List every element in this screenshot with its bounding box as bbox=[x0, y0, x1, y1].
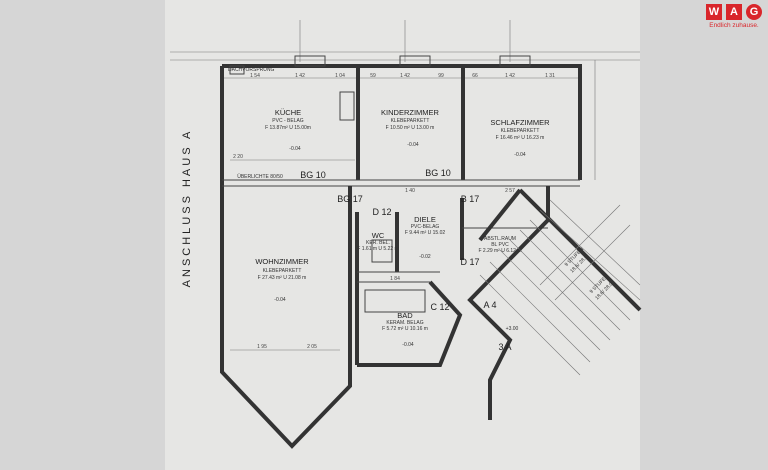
svg-text:2 57: 2 57 bbox=[505, 188, 515, 194]
misc-annotations: ÜBERLICHTE 80/50 +3.00 2 20 1 40 2 57 1 … bbox=[233, 154, 518, 350]
svg-text:KERAM. BELAG: KERAM. BELAG bbox=[386, 320, 423, 326]
svg-text:KLEBEPARKETT: KLEBEPARKETT bbox=[263, 268, 302, 274]
roof-overhang-label: DACHVORSPRUNG bbox=[228, 67, 275, 73]
room-bad: BAD KERAM. BELAG F 5.72 m² U 10.16 m -0.… bbox=[382, 311, 428, 348]
svg-text:BG 10: BG 10 bbox=[425, 168, 451, 178]
room-wohnzimmer: WOHNZIMMER KLEBEPARKETT F 27.43 m² U 21.… bbox=[255, 257, 309, 303]
svg-text:WC: WC bbox=[372, 231, 385, 240]
door-tags: BG 10 BG 10 BG 17 B 17 D 12 C 12 D 17 A … bbox=[300, 168, 511, 352]
svg-text:KLEBEPARKETT: KLEBEPARKETT bbox=[391, 118, 430, 124]
svg-text:KER. BEL.: KER. BEL. bbox=[366, 240, 390, 246]
svg-text:F 2.29 m² U 6.12 m: F 2.29 m² U 6.12 m bbox=[478, 248, 521, 254]
svg-text:ÜBERLICHTE 80/50: ÜBERLICHTE 80/50 bbox=[237, 173, 283, 180]
svg-text:2 05: 2 05 bbox=[307, 344, 317, 350]
svg-text:1 54: 1 54 bbox=[250, 73, 260, 79]
svg-text:BG 17: BG 17 bbox=[337, 194, 363, 204]
wag-logo: W A G Endlich zuhause. bbox=[704, 4, 764, 29]
top-dimensions: 1 54 1 42 1 04 59 1 42 99 66 1 42 1 31 bbox=[250, 73, 555, 79]
room-diele: DIELE PVC-BELAG F 9.44 m² U 15.02 -0.02 bbox=[405, 215, 446, 260]
svg-text:D 17: D 17 bbox=[460, 257, 479, 267]
svg-text:1 84: 1 84 bbox=[390, 276, 400, 282]
svg-text:1 40: 1 40 bbox=[405, 188, 415, 194]
svg-text:F 13.87m² U 15.00m: F 13.87m² U 15.00m bbox=[265, 125, 311, 131]
svg-text:-0.04: -0.04 bbox=[514, 152, 526, 158]
svg-text:-0.04: -0.04 bbox=[407, 142, 419, 148]
svg-text:1 42: 1 42 bbox=[295, 73, 305, 79]
svg-text:F 1.61 m U 5.22 m: F 1.61 m U 5.22 m bbox=[357, 246, 398, 252]
staircase bbox=[479, 199, 641, 376]
svg-text:1 31: 1 31 bbox=[545, 73, 555, 79]
svg-text:1 04: 1 04 bbox=[335, 73, 345, 79]
logo-slogan: Endlich zuhause. bbox=[709, 22, 759, 29]
svg-text:PVC-BELAG: PVC-BELAG bbox=[411, 224, 440, 230]
side-label: ANSCHLUSS HAUS A bbox=[181, 129, 193, 288]
svg-text:-0.04: -0.04 bbox=[402, 342, 414, 348]
svg-text:KÜCHE: KÜCHE bbox=[275, 108, 301, 117]
logo-letter: G bbox=[746, 4, 762, 20]
svg-text:F 10.50 m² U 13.00 m: F 10.50 m² U 13.00 m bbox=[386, 125, 435, 131]
logo-letter: A bbox=[726, 4, 742, 20]
paper-sheet bbox=[165, 0, 640, 470]
svg-text:F 16.46 m² U 16.23 m: F 16.46 m² U 16.23 m bbox=[496, 135, 545, 141]
svg-text:1 42: 1 42 bbox=[505, 73, 515, 79]
svg-text:-0.02: -0.02 bbox=[419, 254, 431, 260]
svg-text:WOHNZIMMER: WOHNZIMMER bbox=[255, 257, 309, 266]
svg-text:99: 99 bbox=[438, 73, 444, 79]
svg-text:F 5.72 m² U 10.16 m: F 5.72 m² U 10.16 m bbox=[382, 326, 428, 332]
svg-text:59: 59 bbox=[370, 73, 376, 79]
svg-text:1 95: 1 95 bbox=[257, 344, 267, 350]
svg-text:66: 66 bbox=[472, 73, 478, 79]
svg-text:B 17: B 17 bbox=[461, 194, 480, 204]
svg-text:BG 10: BG 10 bbox=[300, 170, 326, 180]
svg-text:A 4: A 4 bbox=[483, 300, 496, 310]
room-kueche: KÜCHE PVC - BELAG F 13.87m² U 15.00m -0.… bbox=[265, 108, 311, 152]
svg-text:F 9.44 m² U 15.02: F 9.44 m² U 15.02 bbox=[405, 230, 446, 236]
svg-text:3 A: 3 A bbox=[498, 342, 511, 352]
room-abstellraum: ABSTL.RAUM BL PVC F 2.29 m² U 6.12 m bbox=[478, 236, 521, 254]
svg-text:BAD: BAD bbox=[397, 311, 413, 320]
svg-text:ABSTL.RAUM: ABSTL.RAUM bbox=[484, 236, 516, 242]
svg-text:1 42: 1 42 bbox=[400, 73, 410, 79]
room-wc: WC KER. BEL. F 1.61 m U 5.22 m bbox=[357, 231, 398, 252]
svg-text:BL PVC: BL PVC bbox=[491, 242, 509, 248]
svg-text:C 12: C 12 bbox=[430, 302, 449, 312]
svg-text:PVC - BELAG: PVC - BELAG bbox=[272, 118, 304, 124]
svg-text:2 20: 2 20 bbox=[233, 154, 243, 160]
svg-text:KLEBEPARKETT: KLEBEPARKETT bbox=[501, 128, 540, 134]
room-kinderzimmer: KINDERZIMMER KLEBEPARKETT F 10.50 m² U 1… bbox=[381, 108, 440, 148]
svg-text:-0.04: -0.04 bbox=[289, 146, 301, 152]
svg-text:+3.00: +3.00 bbox=[506, 326, 519, 332]
room-schlafzimmer: SCHLAFZIMMER KLEBEPARKETT F 16.46 m² U 1… bbox=[490, 118, 550, 158]
logo-letter: W bbox=[706, 4, 722, 20]
dimension-lines bbox=[170, 20, 640, 351]
svg-text:KINDERZIMMER: KINDERZIMMER bbox=[381, 108, 440, 117]
svg-text:DIELE: DIELE bbox=[414, 215, 436, 224]
svg-text:SCHLAFZIMMER: SCHLAFZIMMER bbox=[490, 118, 550, 127]
svg-text:F 27.43 m² U 21.08 m: F 27.43 m² U 21.08 m bbox=[258, 275, 307, 281]
svg-text:D 12: D 12 bbox=[372, 207, 391, 217]
svg-text:-0.04: -0.04 bbox=[274, 297, 286, 303]
